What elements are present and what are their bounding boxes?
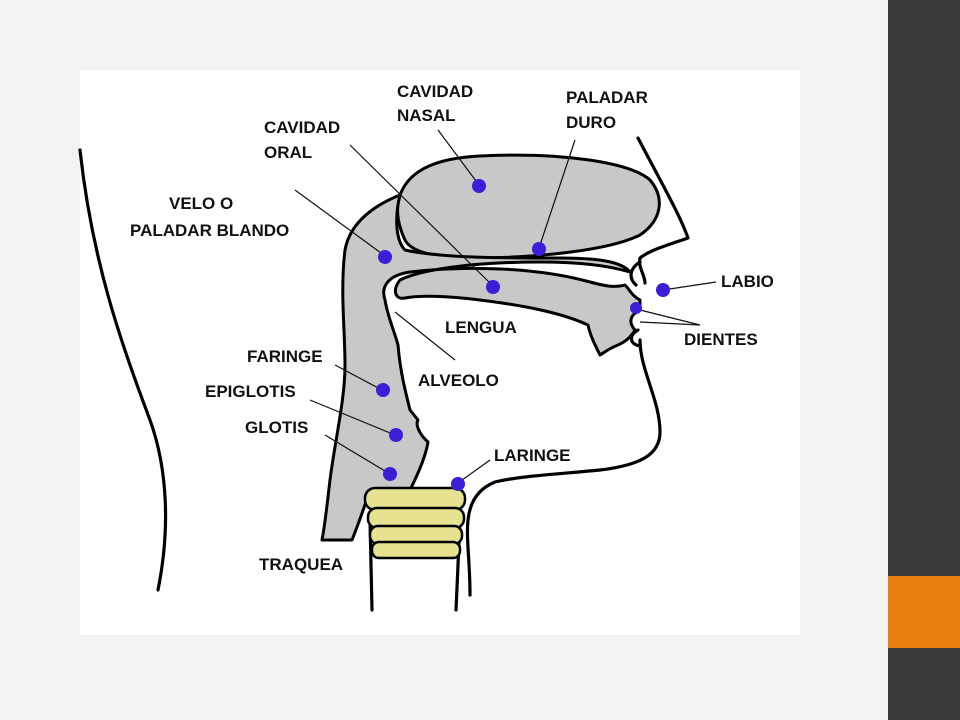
label-cavidad-oral-line1: CAVIDAD — [264, 118, 340, 137]
label-laringe: LARINGE — [494, 446, 571, 465]
dot-epiglotis — [389, 428, 403, 442]
leader-lines — [294, 129, 717, 484]
dot-faringe — [376, 383, 390, 397]
label-paladar-duro-line2: DURO — [566, 113, 616, 132]
back-of-neck-outline — [78, 148, 168, 592]
leader-dientes-1 — [639, 309, 701, 326]
leader-alveolo — [394, 311, 456, 361]
leader-dientes-2 — [639, 321, 701, 326]
trachea-ring — [370, 540, 462, 560]
dot-labio — [656, 283, 670, 297]
leader-cavidad-oral — [349, 144, 494, 287]
dot-glotis — [383, 467, 397, 481]
trachea-ring — [363, 486, 467, 512]
leader-velo — [294, 189, 386, 257]
leader-epiglotis — [309, 399, 396, 436]
label-cavidad-nasal-line2: NASAL — [397, 106, 456, 125]
lips-outline — [629, 260, 642, 348]
vocal-tract-shape — [320, 193, 642, 542]
label-cavidad-nasal-line1: CAVIDAD — [397, 82, 473, 101]
marker-dots — [376, 179, 670, 491]
dot-cavidad-nasal — [472, 179, 486, 193]
dot-cavidad-oral — [486, 280, 500, 294]
label-paladar-duro-line1: PALADAR — [566, 88, 648, 107]
leader-cavidad-nasal — [437, 129, 480, 186]
leader-laringe — [457, 459, 491, 484]
label-alveolo: ALVEOLO — [418, 371, 499, 390]
nasal-cavity-shape — [396, 153, 661, 260]
leader-paladar-duro — [538, 139, 576, 249]
face-profile-outline — [465, 136, 690, 597]
dot-paladar-duro — [532, 242, 546, 256]
label-velo-line2: PALADAR BLANDO — [130, 221, 289, 240]
label-velo-line1: VELO O — [169, 194, 233, 213]
dot-dientes — [630, 302, 642, 314]
label-dientes: DIENTES — [684, 330, 758, 349]
sidebar-accent-square — [888, 576, 960, 648]
label-cavidad-oral-line2: ORAL — [264, 143, 312, 162]
label-traquea: TRAQUEA — [259, 555, 343, 574]
leader-glotis — [324, 434, 391, 475]
leader-labio — [662, 281, 717, 291]
labels: CAVIDAD NASAL PALADAR DURO CAVIDAD ORAL … — [130, 82, 774, 574]
label-labio: LABIO — [721, 272, 774, 291]
label-faringe: FARINGE — [247, 347, 323, 366]
dot-velo — [378, 250, 392, 264]
dot-laringe — [451, 477, 465, 491]
label-epiglotis: EPIGLOTIS — [205, 382, 296, 401]
label-lengua: LENGUA — [445, 318, 517, 337]
leader-faringe — [334, 364, 383, 391]
label-glotis: GLOTIS — [245, 418, 308, 437]
trachea — [363, 486, 467, 612]
